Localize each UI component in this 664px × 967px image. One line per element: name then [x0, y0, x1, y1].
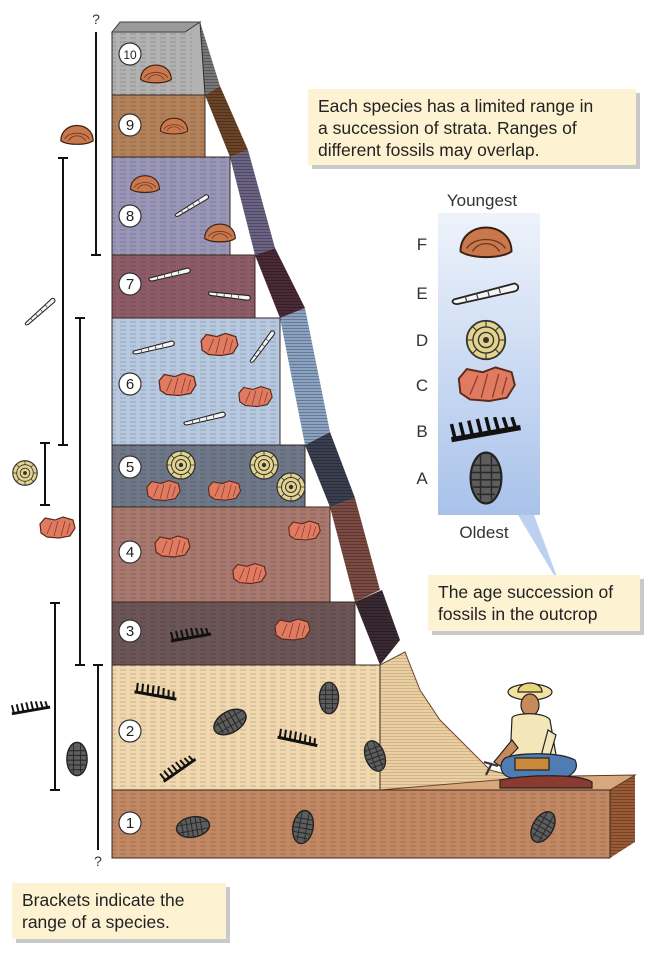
trilobite-icon [66, 741, 88, 777]
range-bracket-e [58, 157, 68, 446]
coral-icon [158, 372, 197, 397]
stratum-number-8: 8 [126, 208, 134, 225]
ammonite-icon [12, 460, 38, 486]
stratum-number-badge [118, 204, 142, 228]
legend-letter-d: D [416, 331, 428, 350]
range-bracket-f [91, 32, 101, 256]
stratum-number-7: 7 [126, 276, 134, 293]
callout-line: Each species has a limited range in [318, 96, 594, 116]
ammonite-icon [166, 450, 196, 480]
range-bracket-b [50, 602, 60, 791]
coral-icon [39, 516, 76, 539]
callout-brackets: Brackets indicate the range of a species… [12, 883, 226, 939]
coral-icon [457, 366, 516, 402]
range-unknown-top: ? [92, 11, 100, 27]
trilobite-icon [318, 681, 340, 715]
clam-shell-icon [60, 124, 94, 145]
ammonite-icon [249, 450, 279, 480]
ammonite-icon [465, 319, 507, 361]
stratum-number-badge [118, 113, 142, 137]
range-bracket-a [93, 664, 103, 850]
coral-icon [232, 562, 267, 585]
stratum-number-9: 9 [126, 117, 134, 134]
coral-icon [207, 480, 242, 501]
coral-icon [154, 535, 191, 558]
trilobite-icon [469, 451, 503, 505]
stratum-number-1: 1 [126, 815, 134, 832]
legend-letter-a: A [416, 469, 428, 488]
coral-icon [287, 520, 321, 541]
callout-line: a succession of strata. Ranges of [318, 118, 577, 138]
ammonite-icon [276, 472, 306, 502]
legend-letter-f: F [417, 235, 427, 254]
stratum-number-badge [118, 811, 142, 835]
stratum-number-5: 5 [126, 459, 134, 476]
range-unknown-bottom: ? [94, 853, 102, 869]
fossil-age-legend: Youngest Oldest F E D C B A [416, 191, 560, 585]
stratum-number-3: 3 [126, 623, 134, 640]
legend-letter-e: E [416, 284, 427, 303]
legend-letter-b: B [416, 422, 427, 441]
coral-icon [238, 385, 273, 408]
stratum-number-badge [118, 455, 142, 479]
range-brackets [40, 32, 103, 850]
coral-icon [200, 332, 239, 357]
callout-line: Brackets indicate the [22, 890, 185, 910]
legend-rows: F E D C B A [416, 226, 521, 505]
range-bracket-c [75, 317, 85, 666]
stratum-numbers: 1 2 3 4 5 6 7 8 9 10 [118, 42, 142, 835]
callout-limited-range: Each species has a limited range in a su… [308, 89, 636, 165]
legend-letter-c: C [416, 376, 428, 395]
stratum-number-badge [118, 372, 142, 396]
stratum-number-6: 6 [126, 376, 134, 393]
callout-age-succession: The age succession of fossils in the out… [428, 575, 640, 631]
callout-line: fossils in the outcrop [438, 604, 598, 624]
range-bracket-d [40, 442, 50, 506]
geologist-figure [483, 682, 593, 789]
callout-line: range of a species. [22, 912, 170, 932]
stratum-number-badge [118, 719, 142, 743]
legend-youngest-label: Youngest [447, 191, 518, 210]
coral-icon [146, 479, 181, 502]
stratum-number-badge [118, 540, 142, 564]
graptolite-icon [10, 700, 52, 716]
callout-line: The age succession of [438, 582, 614, 602]
stratum-number-badge [118, 272, 142, 296]
stratum-number-4: 4 [126, 544, 134, 561]
stratum-number-badge [118, 619, 142, 643]
legend-oldest-label: Oldest [459, 523, 508, 542]
stratum-number-badge [118, 42, 142, 66]
stratum-number-2: 2 [126, 723, 134, 740]
spiral-shell-icon [19, 296, 61, 327]
stratum-number-10: 10 [123, 48, 137, 62]
coral-icon [274, 618, 311, 641]
callout-line: different fossils may overlap. [318, 140, 540, 160]
